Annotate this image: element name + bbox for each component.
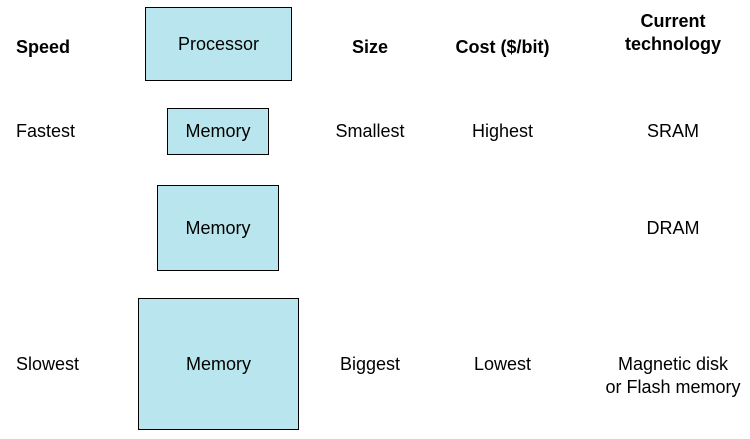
technology-disk-line2: or Flash memory — [605, 377, 741, 397]
cost-header: Cost ($/bit) — [455, 37, 550, 57]
memory-box-level-3: Memory — [138, 298, 299, 430]
technology-header-line2: technology — [624, 34, 721, 54]
processor-label: Processor — [177, 33, 260, 54]
technology-sram-label: SRAM — [646, 121, 699, 141]
size-smallest-label: Smallest — [335, 121, 405, 141]
size-biggest-label: Biggest — [339, 354, 401, 374]
processor-box: Processor — [145, 7, 292, 81]
memory-box-level-1: Memory — [167, 108, 269, 155]
size-header: Size — [351, 37, 389, 57]
memory-label: Memory — [185, 353, 251, 374]
memory-label: Memory — [185, 217, 251, 238]
technology-header-line1: Current — [640, 11, 706, 31]
speed-fastest-label: Fastest — [16, 121, 76, 141]
speed-slowest-label: Slowest — [16, 354, 80, 374]
cost-lowest-label: Lowest — [473, 354, 532, 374]
technology-disk-line1: Magnetic disk — [617, 354, 729, 374]
memory-label: Memory — [185, 121, 251, 141]
memory-box-level-2: Memory — [157, 185, 279, 271]
speed-header: Speed — [16, 37, 71, 57]
technology-dram-label: DRAM — [646, 218, 700, 238]
cost-highest-label: Highest — [471, 121, 534, 141]
